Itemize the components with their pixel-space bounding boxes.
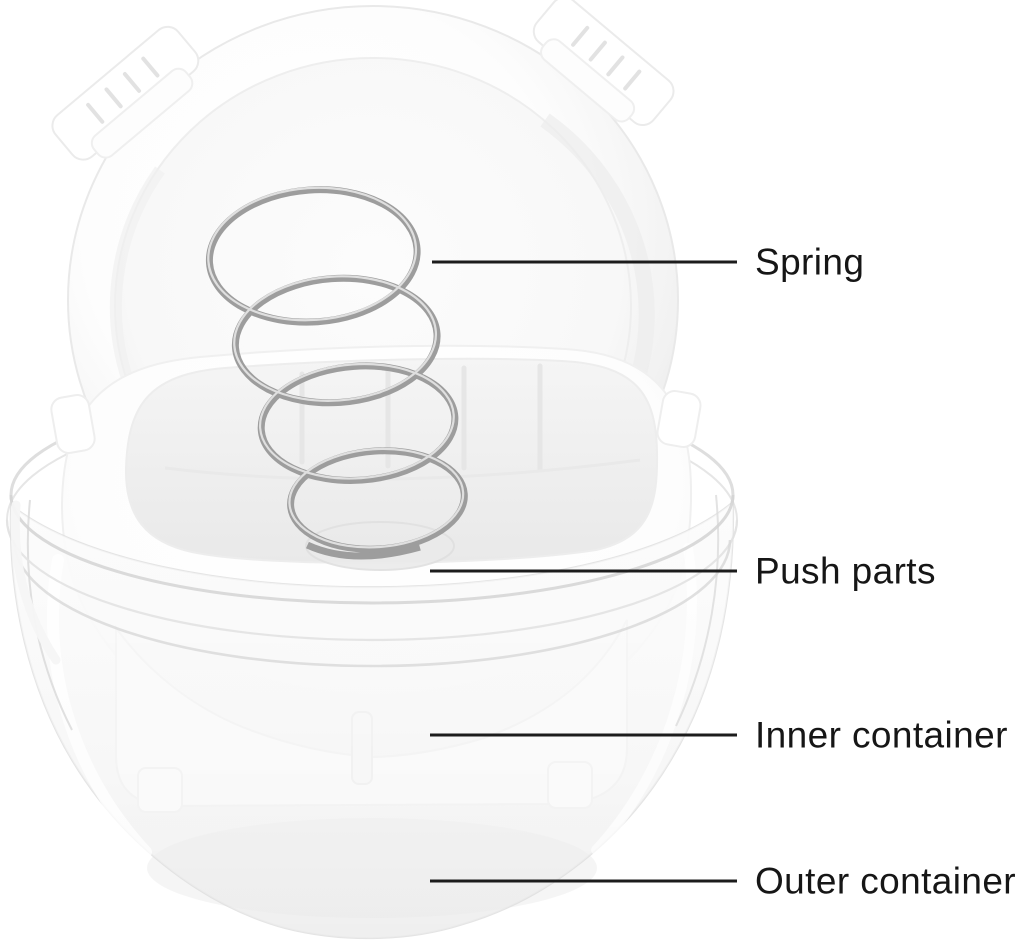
spring [205, 186, 468, 560]
glass-reflection-left [46, 554, 152, 858]
glass-rim-front [5, 494, 739, 668]
lid-clip-left [51, 25, 200, 161]
outer-container [9, 494, 735, 940]
leader-lines [430, 260, 737, 883]
lid-clip-right [532, 0, 675, 127]
callout-label-spring: Spring [755, 241, 865, 283]
callout-label-push-parts: Push parts [755, 550, 936, 592]
glass-overlay [10, 502, 734, 939]
rim-highlight-left [10, 500, 61, 665]
push-tray-ear-left [50, 394, 96, 454]
glass-reflection-right [591, 543, 698, 855]
callout-label-inner-container: Inner container [755, 714, 1008, 756]
callout-label-outer-container: Outer container [755, 860, 1017, 902]
lid-inner-shadow-left [109, 166, 165, 395]
push-tray-ear-right [656, 390, 702, 448]
push-tray-recess [124, 357, 659, 565]
